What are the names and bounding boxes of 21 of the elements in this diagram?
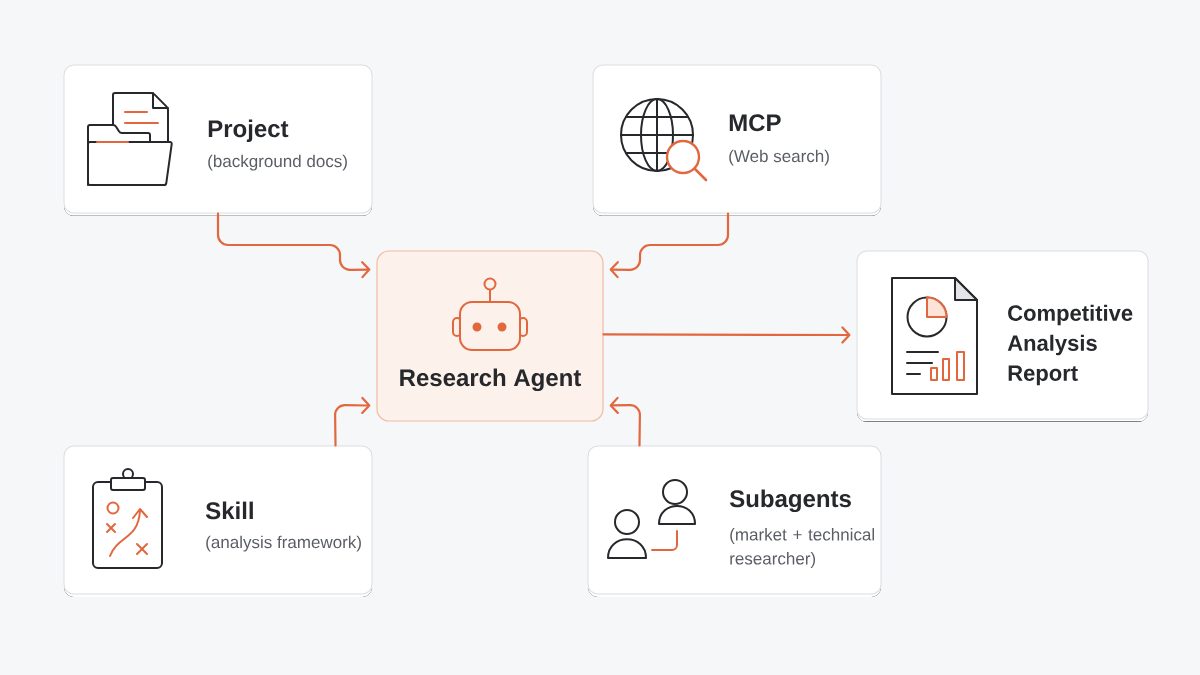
agent-box	[376, 250, 604, 422]
card-title: MCP	[729, 114, 781, 132]
card-description: (Web search)	[729, 149, 829, 166]
card-title: Project	[208, 119, 289, 142]
card	[63, 64, 373, 216]
card	[856, 250, 1149, 422]
arrow	[602, 326, 851, 344]
arrow	[609, 396, 641, 447]
arrow	[609, 212, 730, 279]
card-title: Research Agent	[400, 368, 582, 392]
card-title: Subagents	[729, 489, 851, 513]
card	[63, 445, 373, 597]
card-description: (background docs)	[208, 154, 347, 171]
card-title: Skill	[205, 501, 253, 520]
arrow	[334, 396, 371, 447]
arrow	[216, 212, 371, 279]
card-description: (analysis framework)	[206, 535, 361, 552]
card-title: Competitive Analysis Report	[1007, 304, 1133, 386]
card-description: (market + technical researcher)	[730, 528, 874, 568]
card	[592, 64, 882, 216]
card	[587, 445, 882, 597]
